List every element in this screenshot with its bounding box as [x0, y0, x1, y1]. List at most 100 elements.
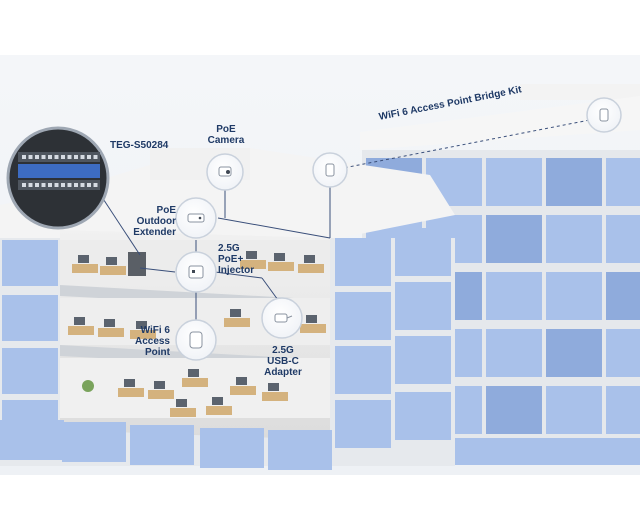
desk	[206, 406, 232, 415]
access-point-icon	[189, 331, 203, 349]
desk	[300, 324, 326, 333]
left-building	[0, 148, 455, 470]
switch-port	[41, 183, 46, 187]
camera-icon	[218, 166, 232, 177]
switch-port	[74, 183, 78, 187]
window	[486, 215, 542, 263]
switch-port	[54, 183, 59, 187]
switch-port	[93, 183, 98, 187]
bridge-icon	[599, 108, 609, 122]
device-nodes	[6, 97, 622, 361]
window	[546, 329, 602, 377]
monitor	[104, 319, 115, 327]
window	[335, 346, 391, 394]
switch-port	[74, 155, 78, 159]
monitor	[274, 253, 285, 261]
window	[546, 386, 602, 434]
switch-port	[67, 155, 72, 159]
window	[200, 428, 264, 468]
window	[130, 425, 194, 465]
desk	[240, 260, 266, 269]
switch-port	[48, 155, 52, 159]
switch-port	[22, 155, 26, 159]
switch-port	[35, 183, 39, 187]
switch-port	[67, 183, 72, 187]
desk	[148, 390, 174, 399]
switch-port	[93, 155, 98, 159]
monitor	[268, 383, 279, 391]
window	[62, 422, 126, 462]
desk	[268, 262, 294, 271]
monitor	[188, 369, 199, 377]
monitor	[212, 397, 223, 405]
window	[486, 386, 542, 434]
monitor	[74, 317, 85, 325]
window	[486, 158, 542, 206]
window	[546, 272, 602, 320]
plant	[82, 380, 94, 392]
window	[2, 348, 58, 394]
switch-port	[35, 155, 39, 159]
window	[395, 282, 451, 330]
monitor	[176, 399, 187, 407]
window	[486, 329, 542, 377]
desk	[98, 328, 124, 337]
desk	[262, 392, 288, 401]
monitor	[236, 377, 247, 385]
switch-label: TEG-S50284	[110, 140, 169, 151]
switch-port	[54, 155, 59, 159]
monitor	[230, 309, 241, 317]
monitor	[154, 381, 165, 389]
extender-label: PoE Outdoor Extender	[133, 205, 176, 238]
window	[395, 392, 451, 440]
window	[486, 272, 542, 320]
monitor	[246, 251, 257, 259]
switch-port	[22, 183, 26, 187]
usb-c-adapter-icon	[274, 313, 293, 323]
desk	[182, 378, 208, 387]
monitor	[304, 255, 315, 263]
monitor	[78, 255, 89, 263]
switch-port	[80, 155, 85, 159]
switch-port	[48, 183, 52, 187]
window	[546, 158, 602, 206]
camera-label: PoE Camera	[207, 124, 245, 146]
window	[395, 336, 451, 384]
window	[606, 215, 640, 263]
desk	[68, 326, 94, 335]
desk	[130, 330, 156, 339]
switch-port	[41, 155, 46, 159]
desk	[230, 386, 256, 395]
window	[606, 158, 640, 206]
monitor	[136, 321, 147, 329]
window	[395, 228, 451, 276]
office-furniture	[68, 251, 326, 417]
access-point-label: WiFi 6 Access Point	[134, 325, 170, 358]
outdoor-extender-icon	[187, 213, 205, 223]
switch-icon	[18, 152, 100, 190]
window	[335, 400, 391, 448]
poe-injector-icon	[188, 265, 204, 279]
switch-port	[28, 155, 33, 159]
window	[2, 295, 58, 341]
monitor	[124, 379, 135, 387]
window	[606, 386, 640, 434]
monitor	[306, 315, 317, 323]
switch-port	[28, 183, 33, 187]
window	[606, 329, 640, 377]
window	[606, 272, 640, 320]
server-rack	[128, 252, 146, 276]
desk	[118, 388, 144, 397]
switch-port	[80, 183, 85, 187]
switch-port	[87, 155, 91, 159]
window	[335, 238, 391, 286]
window	[2, 240, 58, 286]
monitor	[106, 257, 117, 265]
desk	[298, 264, 324, 273]
desk	[72, 264, 98, 273]
window	[0, 420, 64, 460]
usb-adapter-label: 2.5G USB-C Adapter	[264, 345, 302, 378]
desk	[100, 266, 126, 275]
